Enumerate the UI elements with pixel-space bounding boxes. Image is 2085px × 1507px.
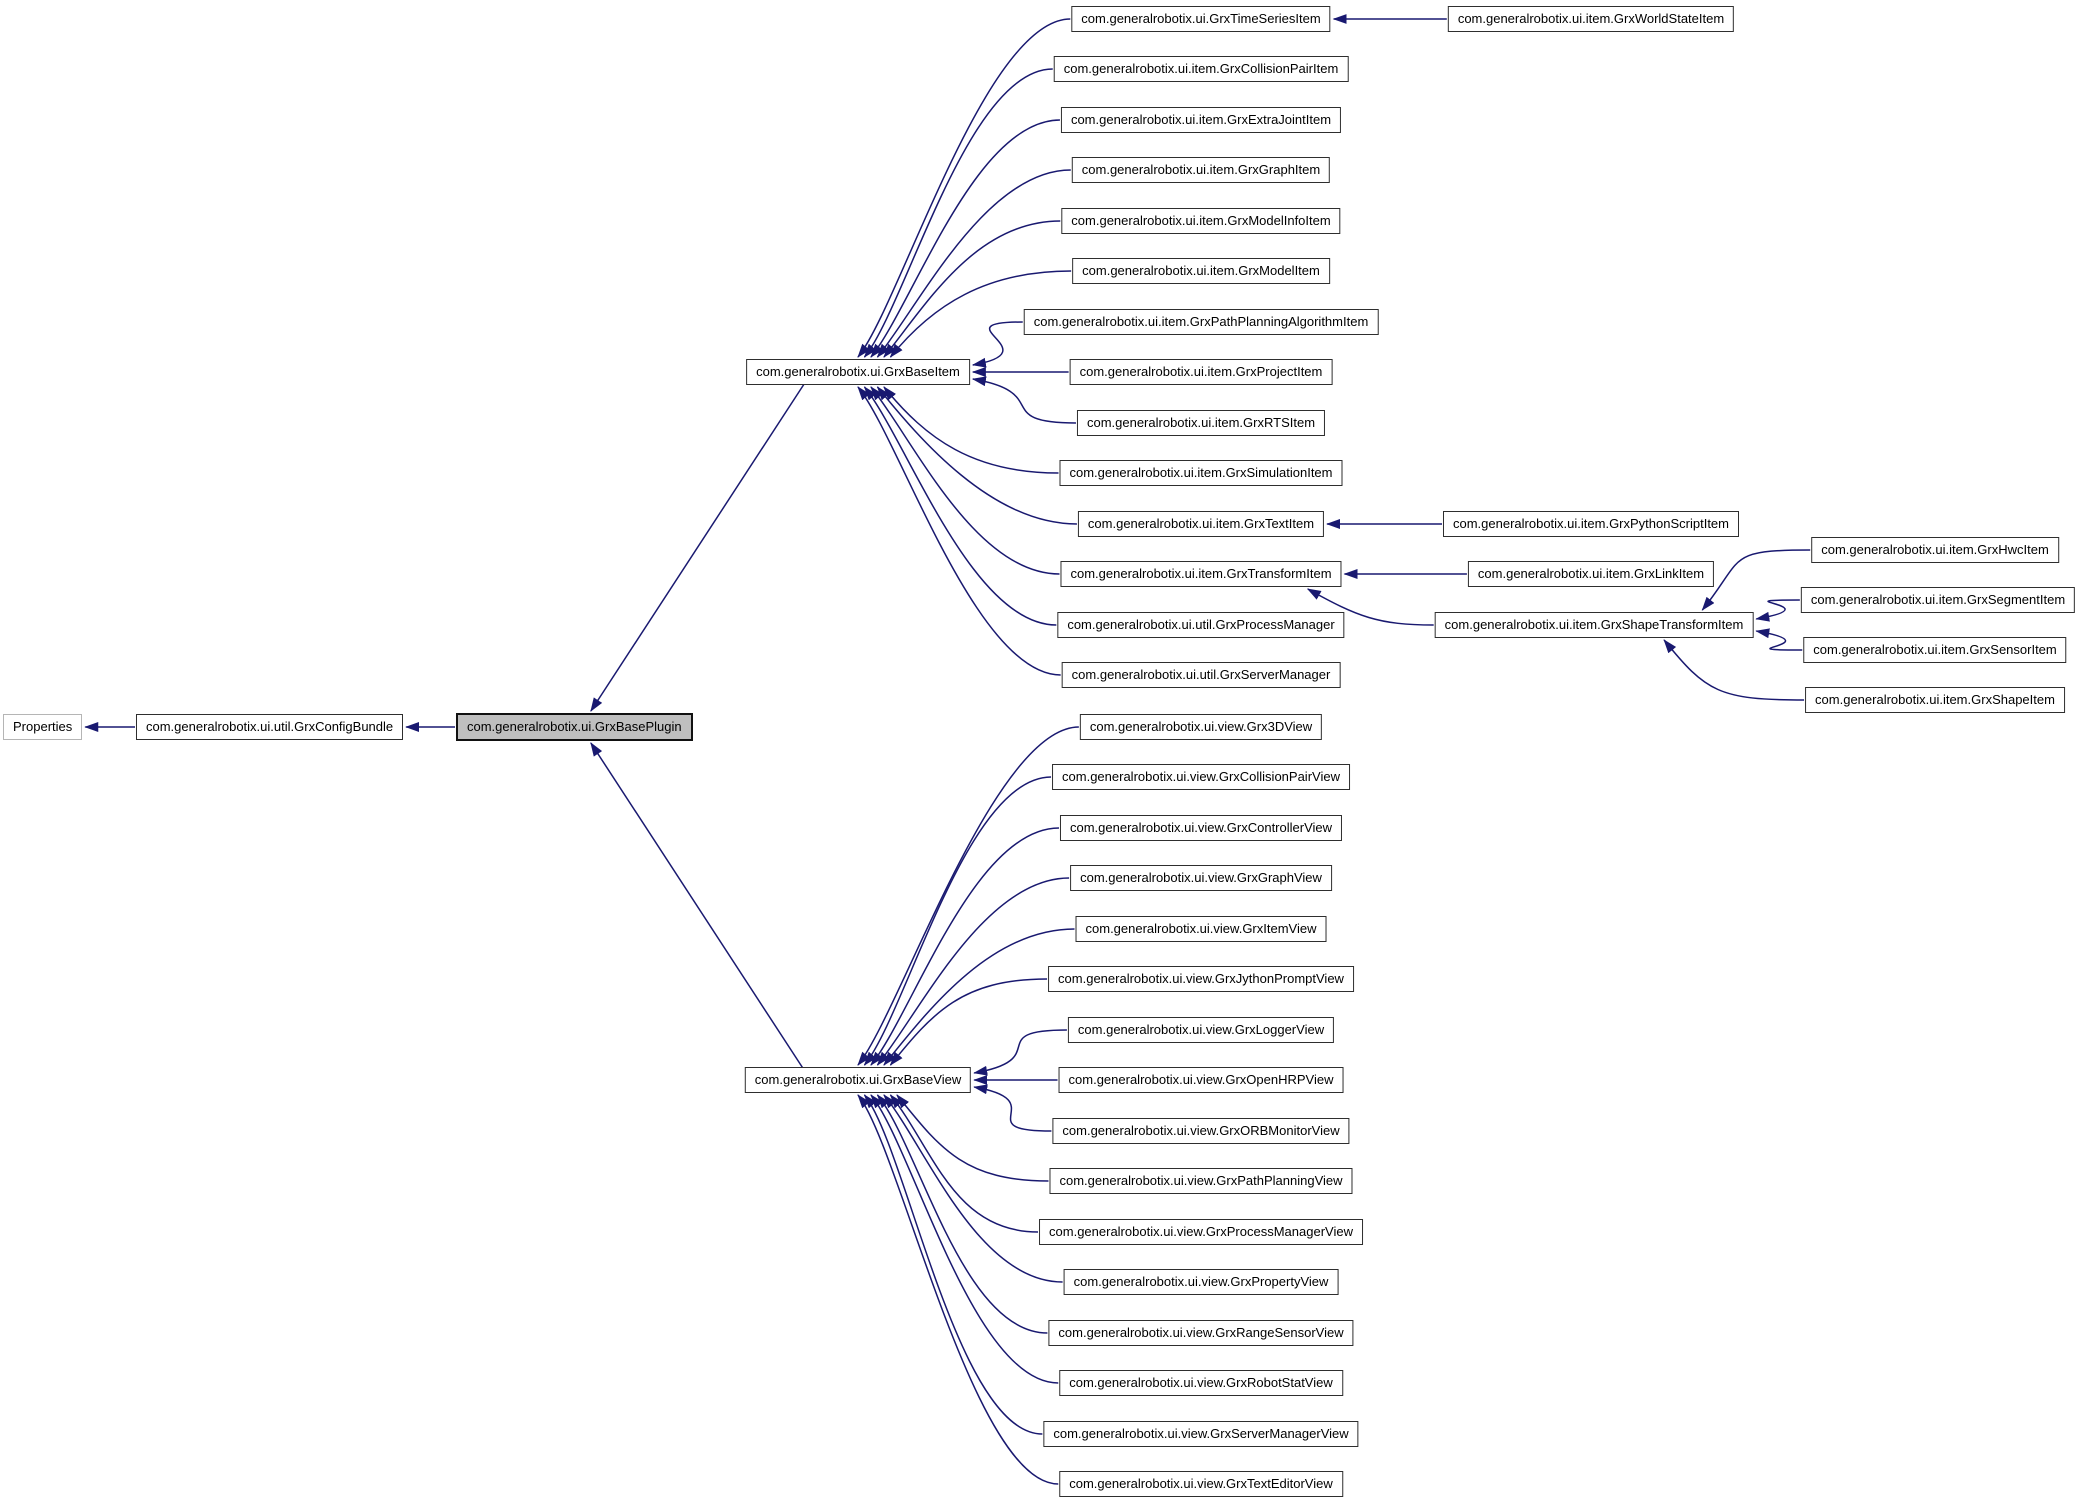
class-node-shapetransform[interactable]: com.generalrobotix.ui.item.GrxShapeTrans…	[1434, 612, 1754, 638]
class-node-robotstatview[interactable]: com.generalrobotix.ui.view.GrxRobotStatV…	[1059, 1370, 1343, 1396]
edge-servermanager-to-baseitem	[857, 386, 1061, 676]
edge-rangesensorview-to-baseview	[876, 1094, 1048, 1334]
class-node-pathplanningalg[interactable]: com.generalrobotix.ui.item.GrxPathPlanni…	[1023, 309, 1379, 335]
edge-hwc-to-shapetransform	[1701, 549, 1811, 611]
edge-transform-to-baseitem	[870, 386, 1060, 575]
edge-timeseries-to-baseitem	[857, 18, 1071, 358]
edge-baseitem-to-baseplugin	[590, 383, 805, 712]
class-node-segment[interactable]: com.generalrobotix.ui.item.GrxSegmentIte…	[1800, 587, 2076, 613]
class-node-shapeitem[interactable]: com.generalrobotix.ui.item.GrxShapeItem	[1805, 687, 2065, 713]
class-node-rts[interactable]: com.generalrobotix.ui.item.GrxRTSItem	[1076, 410, 1326, 436]
edge-propertyview-to-baseview	[883, 1094, 1063, 1283]
class-node-servermanager[interactable]: com.generalrobotix.ui.util.GrxServerMana…	[1061, 662, 1341, 688]
edge-modelinfo-to-baseitem	[883, 220, 1061, 358]
class-node-baseplugin[interactable]: com.generalrobotix.ui.GrxBasePlugin	[456, 713, 693, 741]
class-node-collisionpair[interactable]: com.generalrobotix.ui.item.GrxCollisionP…	[1053, 56, 1349, 82]
class-node-model[interactable]: com.generalrobotix.ui.item.GrxModelItem	[1072, 258, 1330, 284]
class-node-extrajoint[interactable]: com.generalrobotix.ui.item.GrxExtraJoint…	[1060, 107, 1342, 133]
edge-simulation-to-baseitem	[883, 386, 1059, 474]
class-node-openhrpview[interactable]: com.generalrobotix.ui.view.GrxOpenHRPVie…	[1058, 1067, 1344, 1093]
class-node-processmanagerview[interactable]: com.generalrobotix.ui.view.GrxProcessMan…	[1039, 1219, 1363, 1245]
edge-textitem-to-baseitem	[876, 386, 1077, 525]
class-node-propertyview[interactable]: com.generalrobotix.ui.view.GrxPropertyVi…	[1063, 1269, 1339, 1295]
edge-baseview-to-baseplugin	[590, 742, 804, 1069]
class-node-itemview[interactable]: com.generalrobotix.ui.view.GrxItemView	[1075, 916, 1327, 942]
class-node-configbundle[interactable]: com.generalrobotix.ui.util.GrxConfigBund…	[136, 714, 404, 740]
class-node-controllerview[interactable]: com.generalrobotix.ui.view.GrxController…	[1059, 815, 1343, 841]
class-node-texteditorview[interactable]: com.generalrobotix.ui.view.GrxTextEditor…	[1059, 1471, 1343, 1497]
class-node-hwc[interactable]: com.generalrobotix.ui.item.GrxHwcItem	[1811, 537, 2059, 563]
edge-view3d-to-baseview	[857, 726, 1079, 1066]
class-node-jythonpromptview[interactable]: com.generalrobotix.ui.view.GrxJythonProm…	[1048, 966, 1354, 992]
class-node-servermanagerview[interactable]: com.generalrobotix.ui.view.GrxServerMana…	[1043, 1421, 1359, 1447]
edge-controllerview-to-baseview	[870, 827, 1059, 1066]
class-node-orbmonitorview[interactable]: com.generalrobotix.ui.view.GrxORBMonitor…	[1052, 1118, 1350, 1144]
class-node-pythonscript[interactable]: com.generalrobotix.ui.item.GrxPythonScri…	[1443, 511, 1739, 537]
edge-orbmonitorview-to-baseview	[973, 1084, 1052, 1132]
edge-itemview-to-baseview	[883, 928, 1075, 1066]
edge-pathplanningview-to-baseview	[896, 1094, 1049, 1182]
edge-jythonpromptview-to-baseview	[889, 978, 1048, 1066]
class-node-timeseries[interactable]: com.generalrobotix.ui.GrxTimeSeriesItem	[1071, 6, 1331, 32]
class-node-project[interactable]: com.generalrobotix.ui.item.GrxProjectIte…	[1069, 359, 1333, 385]
class-node-modelinfo[interactable]: com.generalrobotix.ui.item.GrxModelInfoI…	[1061, 208, 1341, 234]
class-node-linkitem[interactable]: com.generalrobotix.ui.item.GrxLinkItem	[1467, 561, 1715, 587]
class-node-simulation[interactable]: com.generalrobotix.ui.item.GrxSimulation…	[1059, 460, 1343, 486]
edge-servermanagerview-to-baseview	[863, 1094, 1043, 1435]
edge-shapeitem-to-shapetransform	[1663, 639, 1805, 701]
class-node-rangesensorview[interactable]: com.generalrobotix.ui.view.GrxRangeSenso…	[1048, 1320, 1354, 1346]
edge-sensor-to-shapetransform	[1755, 628, 1803, 651]
edge-texteditorview-to-baseview	[857, 1094, 1059, 1485]
edge-processmanagerview-to-baseview	[889, 1094, 1039, 1233]
class-node-transform[interactable]: com.generalrobotix.ui.item.GrxTransformI…	[1060, 561, 1342, 587]
edge-segment-to-shapetransform	[1755, 599, 1800, 622]
edge-collisionpairview-to-baseview	[863, 776, 1052, 1066]
class-node-view3d[interactable]: com.generalrobotix.ui.view.Grx3DView	[1079, 714, 1323, 740]
class-node-processmanager[interactable]: com.generalrobotix.ui.util.GrxProcessMan…	[1057, 612, 1345, 638]
class-node-loggerview[interactable]: com.generalrobotix.ui.view.GrxLoggerView	[1067, 1017, 1335, 1043]
class-node-textitem[interactable]: com.generalrobotix.ui.item.GrxTextItem	[1077, 511, 1325, 537]
class-node-properties[interactable]: Properties	[3, 714, 83, 740]
edge-graphview-to-baseview	[876, 877, 1070, 1066]
class-node-baseview[interactable]: com.generalrobotix.ui.GrxBaseView	[744, 1067, 972, 1093]
edge-robotstatview-to-baseview	[870, 1094, 1059, 1384]
class-node-graphitem[interactable]: com.generalrobotix.ui.item.GrxGraphItem	[1071, 157, 1331, 183]
class-node-collisionpairview[interactable]: com.generalrobotix.ui.view.GrxCollisionP…	[1052, 764, 1350, 790]
edge-rts-to-baseitem	[971, 376, 1076, 424]
class-node-pathplanningview[interactable]: com.generalrobotix.ui.view.GrxPathPlanni…	[1049, 1168, 1353, 1194]
edge-processmanager-to-baseitem	[863, 386, 1057, 626]
class-node-graphview[interactable]: com.generalrobotix.ui.view.GrxGraphView	[1070, 865, 1332, 891]
class-node-worldstate[interactable]: com.generalrobotix.ui.item.GrxWorldState…	[1447, 6, 1735, 32]
class-node-baseitem[interactable]: com.generalrobotix.ui.GrxBaseItem	[746, 359, 970, 385]
edge-loggerview-to-baseview	[973, 1029, 1067, 1076]
edge-pathplanningalg-to-baseitem	[971, 321, 1023, 368]
class-node-sensor[interactable]: com.generalrobotix.ui.item.GrxSensorItem	[1803, 637, 2067, 663]
